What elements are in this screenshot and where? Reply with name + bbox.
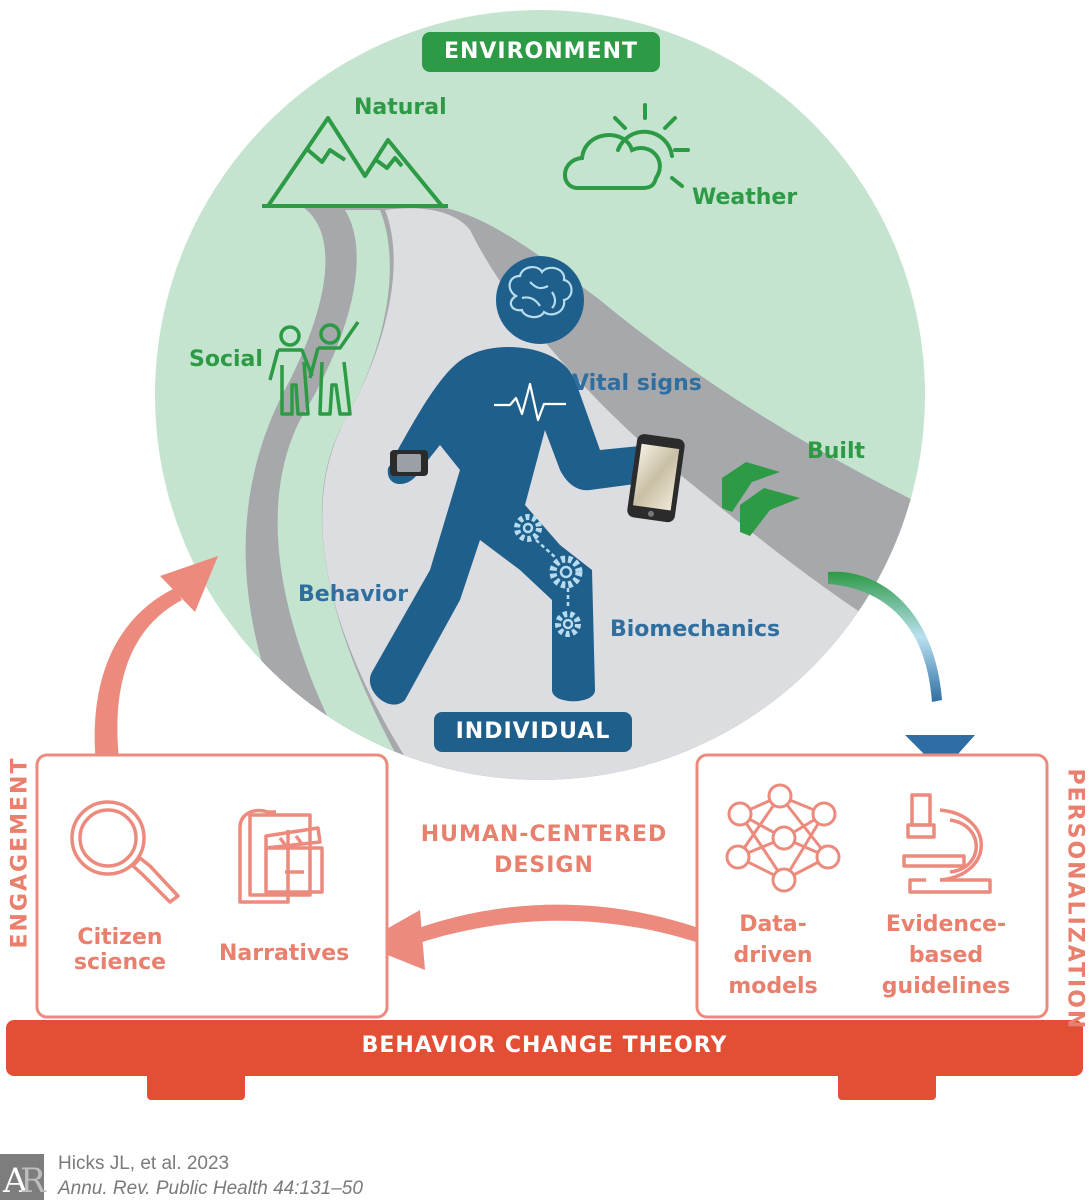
built-label: Built — [807, 439, 866, 464]
citizen-science-label: Citizen science — [68, 925, 172, 975]
behavior-change-theory-bar — [6, 1020, 1083, 1100]
environment-title: ENVIRONMENT — [422, 32, 660, 72]
weather-icon — [563, 103, 690, 190]
svg-text:R: R — [20, 1161, 47, 1200]
citizen-science-line-1: Citizen — [77, 925, 163, 950]
knee-gear-icons — [514, 514, 583, 637]
behavior-label: Behavior — [298, 582, 409, 607]
personalization-side-label: PERSONALIZATION — [1062, 768, 1088, 1031]
personalization-box — [695, 753, 1049, 1019]
engagement-side-label: ENGAGEMENT — [7, 756, 33, 949]
vital-signs-label: Vital signs — [572, 371, 702, 396]
ebg-line-2: based — [908, 942, 984, 968]
citation-authors: Hicks JL, et al. 2023 — [58, 1153, 230, 1174]
biomechanics-label: Biomechanics — [610, 617, 781, 642]
ddm-line-2: driven — [733, 942, 813, 968]
smartwatch-icon — [390, 450, 428, 476]
narratives-book-icon — [238, 808, 324, 904]
magnifier-icon — [70, 800, 180, 904]
natural-label: Natural — [354, 95, 447, 120]
weather-label: Weather — [692, 185, 798, 210]
hcd-line-2: DESIGN — [494, 852, 594, 878]
neural-network-icon — [725, 783, 841, 893]
hcd-line-1: HUMAN-CENTERED — [420, 822, 668, 847]
ddm-line-3: models — [728, 973, 818, 999]
head — [496, 256, 584, 344]
ebg-line-1: Evidence- — [885, 912, 1007, 937]
ddm-line-1: Data- — [739, 912, 807, 937]
feedback-arrow — [360, 904, 710, 970]
person-figure — [369, 256, 650, 705]
microscope-icon — [902, 793, 992, 894]
data-driven-models-label: Data- driven models — [718, 910, 828, 1002]
citizen-science-line-2: science — [73, 949, 167, 975]
built-chevrons-icon — [722, 462, 800, 536]
ebg-line-3: guidelines — [881, 973, 1011, 999]
heartbeat-icon — [494, 382, 566, 422]
social-label: Social — [189, 347, 263, 372]
behavior-change-theory-label: BEHAVIOR CHANGE THEORY — [361, 1033, 728, 1058]
smartphone-icon — [627, 434, 685, 523]
individual-title: INDIVIDUAL — [434, 712, 632, 752]
citation-journal: Annu. Rev. Public Health 44:131–50 — [58, 1178, 363, 1199]
narratives-label: Narratives — [219, 941, 350, 966]
engagement-box — [35, 753, 389, 1019]
brain-icon — [508, 266, 573, 319]
evidence-based-guidelines-label: Evidence- based guidelines — [874, 910, 1018, 1002]
annual-reviews-logo: A R — [0, 1154, 47, 1200]
human-centered-design-label: HUMAN-CENTERED DESIGN — [404, 820, 684, 882]
svg-text:A: A — [2, 1161, 28, 1200]
mountains-icon — [262, 116, 448, 208]
social-people-icon — [268, 321, 360, 416]
engagement-arrow — [94, 556, 218, 782]
